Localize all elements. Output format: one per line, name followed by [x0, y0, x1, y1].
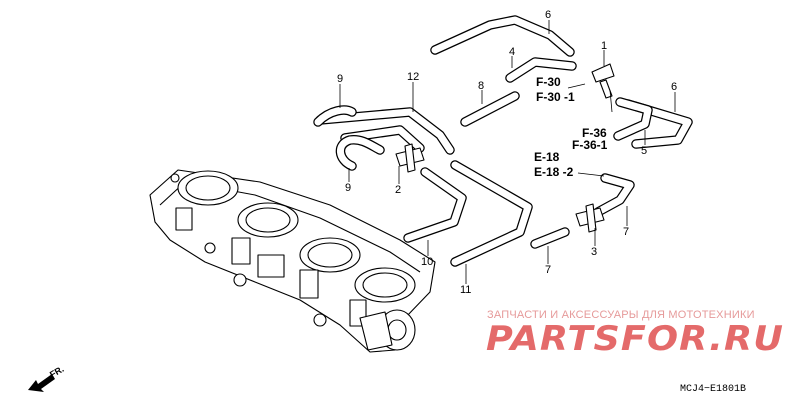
callout-4: 4	[509, 46, 515, 58]
hose-9-upper	[313, 105, 357, 127]
callout-11: 11	[460, 284, 471, 296]
hose-7-lower	[530, 227, 570, 249]
hose-9-lower	[335, 134, 385, 171]
ref-e18-2: E-18 -2	[534, 165, 574, 179]
hose-6-top	[430, 15, 575, 57]
hose-10	[403, 167, 467, 243]
callout-1: 1	[601, 40, 607, 52]
callout-7-right: 7	[623, 226, 629, 238]
cross-references: F-30 F-30 -1 F-36 F-36-1 E-18 E-18 -2	[534, 75, 608, 179]
callout-6-top: 6	[545, 9, 551, 21]
ref-f36: F-36	[582, 126, 607, 140]
callout-7-lower: 7	[545, 264, 551, 276]
watermark-subtitle: ЗАПЧАСТИ И АКСЕССУАРЫ ДЛЯ МОТОТЕХНИКИ	[487, 309, 755, 321]
joint-3	[575, 203, 605, 233]
callout-5: 5	[641, 145, 647, 157]
ref-f30-1: F-30 -1	[536, 90, 575, 104]
front-label: FR.	[48, 364, 66, 380]
hose-6-right	[623, 99, 693, 149]
ref-f36-1: F-36-1	[572, 138, 608, 152]
hose-7-right	[593, 173, 635, 217]
ref-f30: F-30	[536, 75, 561, 89]
hose-5	[613, 97, 653, 141]
ref-e18: E-18	[534, 150, 560, 164]
callout-3: 3	[591, 246, 597, 258]
joint-1	[591, 63, 615, 99]
callout-9-upper: 9	[337, 73, 343, 85]
callout-2: 2	[395, 184, 401, 196]
callout-8: 8	[478, 80, 484, 92]
watermark-logo: PARTSFOR.RU	[486, 319, 784, 359]
front-arrow-icon	[28, 374, 55, 392]
callout-10: 10	[421, 256, 433, 268]
hose-12	[315, 107, 455, 155]
hose-8	[460, 91, 520, 127]
callouts: 6 4 1 9 12 8 6 5 9 2 3 7 10 11 7	[337, 9, 677, 296]
hose-4	[505, 57, 577, 83]
drawing-code: MCJ4−E1801B	[680, 384, 746, 395]
callout-12: 12	[407, 71, 419, 83]
joint-2	[395, 143, 425, 173]
front-direction-indicator: FR.	[28, 364, 66, 392]
callout-9-lower: 9	[345, 182, 351, 194]
watermark: ЗАПЧАСТИ И АКСЕССУАРЫ ДЛЯ МОТОТЕХНИКИ PA…	[486, 309, 784, 359]
leader-lines	[339, 20, 676, 284]
hose-11	[450, 160, 533, 267]
throttle-body-assembly	[149, 169, 436, 353]
callout-6-right: 6	[671, 81, 677, 93]
